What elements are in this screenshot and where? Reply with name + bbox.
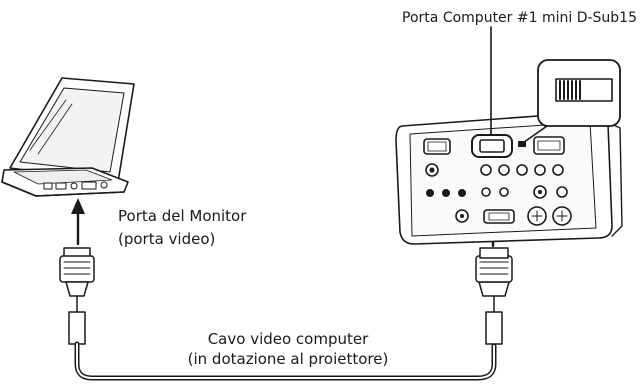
projector-back-panel-icon [395,111,623,245]
cable-sublabel: (in dotazione al proiettore) [188,350,389,368]
monitor-port-label: Porta del Monitor [118,207,247,225]
vga-d-sub-connector-icon [475,247,513,345]
arrow-up-icon [71,198,85,246]
monitor-port-sublabel: (porta video) [118,230,215,248]
slide-switch-icon [537,59,621,127]
vga-d-sub-connector-icon [59,247,95,345]
laptop-icon [1,77,135,197]
cable-label: Cavo video computer [208,330,369,348]
computer-port-label: Porta Computer #1 mini D-Sub15 [402,10,637,26]
video-cable [74,341,497,381]
